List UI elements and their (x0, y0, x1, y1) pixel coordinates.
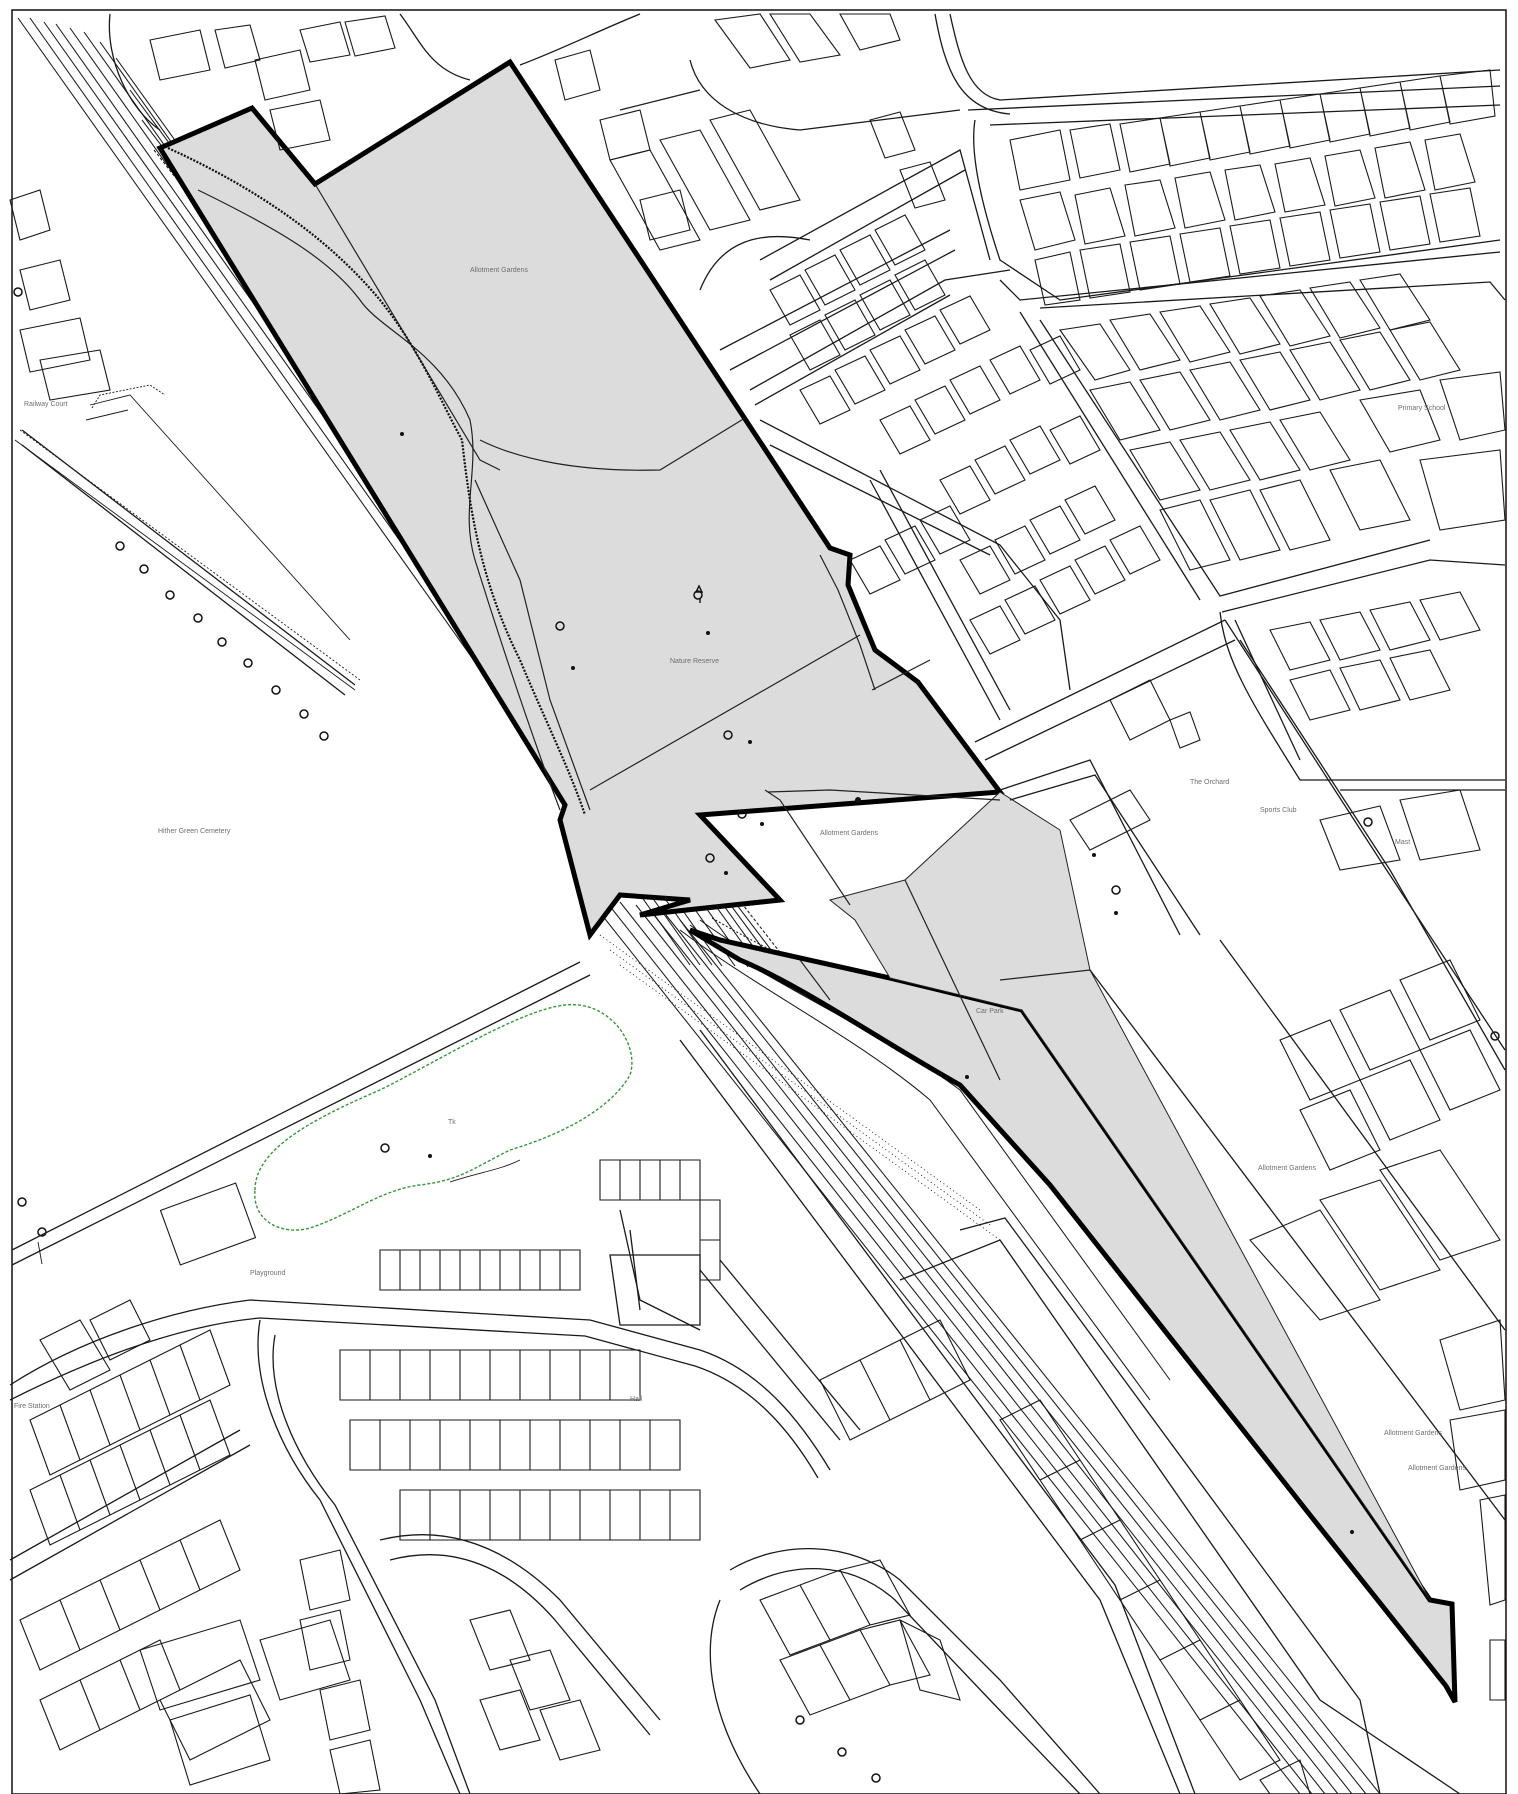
cemetery-area (11, 961, 633, 1266)
south-streets (9, 1029, 1461, 1794)
label-sports-club: Sports Club (1260, 807, 1297, 814)
mid-east-buildings (719, 149, 1201, 851)
west-embankment (21, 384, 356, 696)
label-allotment-gardens-se: Allotment Gardens (1384, 1430, 1442, 1437)
label-railway-court: Railway Court (24, 401, 68, 408)
south-buildings (19, 1159, 1311, 1794)
pavilion-building (159, 1182, 257, 1266)
label-the-orchard: The Orchard (1190, 779, 1229, 786)
ne-buildings (1009, 69, 1506, 1701)
site-internal-lines (167, 146, 1091, 1081)
label-allotment-gardens-north: Allotment Gardens (470, 267, 528, 274)
tree-symbols (13, 287, 1500, 1783)
label-playground: Playground (250, 1270, 286, 1277)
north-buildings (9, 13, 961, 401)
label-allotment-gardens-east: Allotment Gardens (1258, 1165, 1316, 1172)
label-fire-station: Fire Station (14, 1403, 50, 1410)
ne-streets (749, 13, 1506, 1521)
label-allotment-gardens-far-se: Allotment Gardens (1408, 1465, 1466, 1472)
park-green-outline (254, 1004, 633, 1231)
label-mast: Mast (1395, 839, 1410, 846)
map-labels: Allotment Gardens Nature Reserve Allotme… (14, 267, 1466, 1472)
site-boundary (156, 58, 1458, 1704)
label-hall: Hall (630, 1396, 643, 1403)
label-allotment-gardens-mid: Allotment Gardens (820, 830, 878, 837)
label-car-park: Car Park (976, 1008, 1004, 1015)
label-tree-stump: Tk (448, 1119, 456, 1126)
label-nature-reserve: Nature Reserve (670, 658, 719, 665)
label-primary-school: Primary School (1398, 405, 1446, 412)
label-cemetery: Hither Green Cemetery (158, 828, 231, 835)
